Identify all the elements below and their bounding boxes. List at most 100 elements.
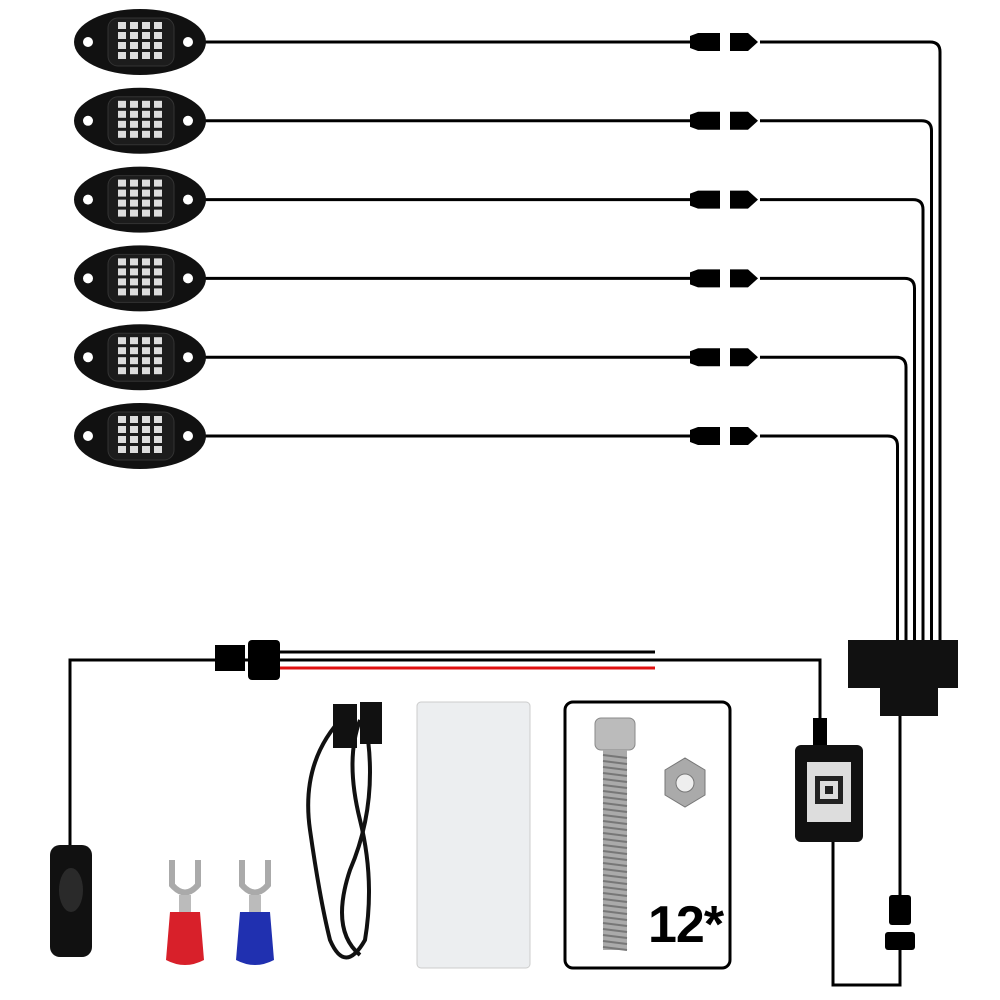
led-chip (142, 357, 150, 365)
led-chip (154, 436, 162, 443)
led-chip (118, 268, 126, 276)
connector-pair (690, 111, 758, 130)
led-chip (118, 416, 126, 423)
led-chip (118, 357, 126, 365)
led-chip (130, 337, 138, 345)
mount-hole (183, 431, 193, 441)
led-chip (118, 278, 126, 286)
extension-cable (306, 702, 382, 960)
adhesive-pad (416, 701, 531, 969)
led-chip (118, 100, 126, 108)
connector-pair (690, 269, 758, 288)
light-wire (205, 434, 899, 640)
screw-thread (602, 886, 628, 891)
led-chip (118, 199, 126, 207)
fork-terminal-red (166, 860, 204, 965)
led-chip (154, 52, 162, 59)
power-connector (215, 640, 280, 680)
screw-thread (602, 832, 628, 837)
led-chip (154, 130, 162, 138)
led-chip (154, 32, 162, 39)
led-chip (130, 258, 138, 266)
screw-thread (602, 910, 628, 915)
led-chip (118, 426, 126, 433)
fork-terminal-blue (236, 860, 274, 965)
led-chip (118, 22, 126, 29)
screw-thread (602, 940, 628, 945)
connector-pair (690, 348, 758, 367)
led-chip (154, 288, 162, 296)
dc-connector (885, 895, 915, 950)
mount-hole (183, 194, 193, 205)
light-lens (107, 96, 175, 146)
led-chip (118, 52, 126, 59)
screw-thread (602, 946, 628, 951)
led-chip (130, 446, 138, 453)
screw-thread (602, 814, 628, 819)
led-chip (142, 179, 150, 187)
led-chip (154, 446, 162, 453)
led-chip (130, 189, 138, 197)
mount-hole (83, 352, 93, 363)
screw-thread (602, 874, 628, 879)
led-chip (118, 337, 126, 345)
connector-pair (690, 190, 758, 209)
led-chip (142, 446, 150, 453)
light-lens (107, 175, 175, 225)
led-chip (130, 416, 138, 423)
inline-switch[interactable] (50, 845, 92, 957)
screw-thread (602, 754, 628, 759)
led-chip (142, 436, 150, 443)
led-chip (118, 32, 126, 39)
led-chip (154, 100, 162, 108)
screw-and-nut-set (563, 700, 732, 970)
led-chip (118, 189, 126, 197)
led-chip (130, 52, 138, 59)
rock-lights (74, 9, 942, 640)
light-wire (205, 119, 933, 640)
led-chip (142, 130, 150, 138)
led-chip (118, 42, 126, 49)
led-chip (142, 367, 150, 375)
light-wire (205, 276, 916, 640)
led-chip (130, 179, 138, 187)
led-chip (118, 446, 126, 453)
mount-hole (83, 37, 93, 47)
rock-light (74, 9, 942, 640)
led-chip (154, 42, 162, 49)
light-lens (107, 411, 175, 461)
screw-thread (602, 904, 628, 909)
led-chip (142, 416, 150, 423)
led-chip (142, 268, 150, 276)
led-chip (130, 110, 138, 118)
led-chip (142, 347, 150, 355)
led-chip (118, 110, 126, 118)
led-chip (142, 52, 150, 59)
led-chip (142, 199, 150, 207)
led-chip (142, 209, 150, 217)
led-chip (118, 130, 126, 138)
led-chip (154, 367, 162, 375)
led-chip (118, 258, 126, 266)
screw-thread (602, 820, 628, 825)
led-chip (154, 110, 162, 118)
screw-thread (602, 772, 628, 777)
screw-thread (602, 862, 628, 867)
mount-hole (183, 273, 193, 284)
screw-thread (602, 922, 628, 927)
screw-thread (602, 790, 628, 795)
led-chip (130, 22, 138, 29)
screw-thread (602, 784, 628, 789)
connector-pair (690, 33, 758, 51)
led-chip (130, 367, 138, 375)
mount-hole (183, 352, 193, 363)
mount-hole (83, 194, 93, 205)
bluetooth-controller (795, 745, 863, 842)
led-chip (142, 42, 150, 49)
led-chip (118, 436, 126, 443)
screw-thread (602, 826, 628, 831)
screw-thread (602, 916, 628, 921)
screw-thread (602, 796, 628, 801)
